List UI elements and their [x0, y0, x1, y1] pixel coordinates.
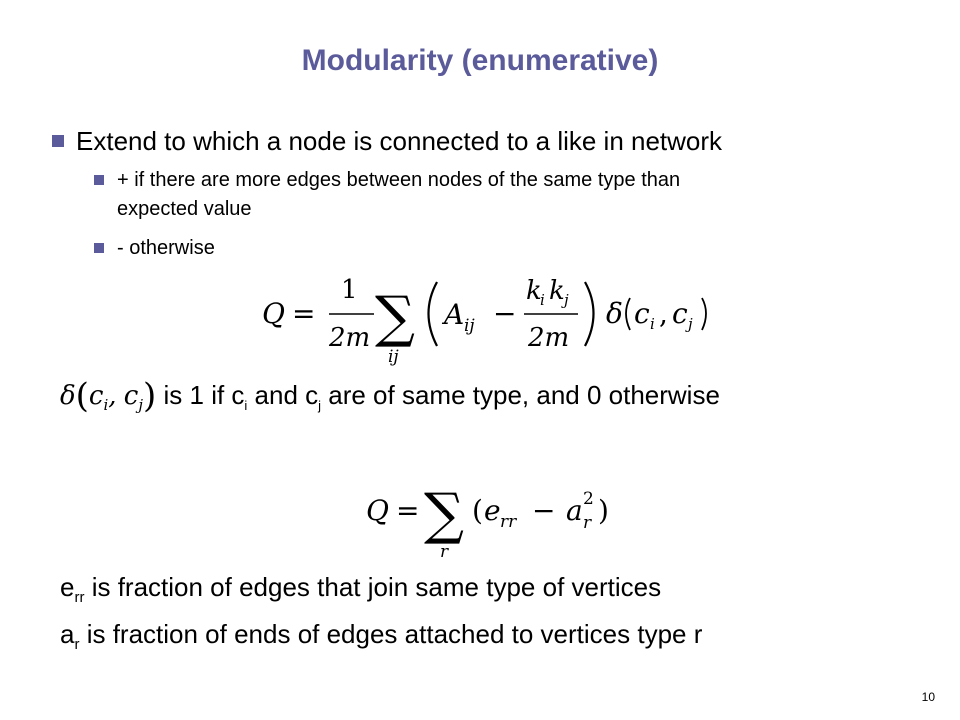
eq1-k2-sub: j	[561, 291, 569, 309]
bullet-sub-more-edges: + if there are more edges between nodes …	[94, 166, 897, 224]
delta-text-sub-j: j	[318, 398, 322, 413]
ar-text: is fraction of ends of edges attached to…	[79, 619, 703, 649]
eq2-sum-sub: r	[440, 542, 449, 562]
eq2-rparen: )	[598, 494, 609, 527]
delta-definition-line: δ(ci, cj) is 1 if ci and cj are of same …	[60, 376, 720, 416]
eq1-delta: δ	[606, 297, 623, 330]
eq1-frac-den: 2m	[328, 323, 370, 353]
ar-var-sub: r	[74, 636, 80, 653]
eq2-minus: −	[532, 494, 555, 527]
eq1-c1: c	[634, 297, 650, 330]
eq1-k1-sub: i	[540, 291, 545, 309]
assortativity-equation: Q = ∑ r ( e rr − a 2 r )	[366, 482, 609, 562]
delta-symbol: δ	[60, 381, 76, 411]
eq1-sum-sign: ∑	[375, 285, 415, 350]
delta-comma: ,	[108, 381, 117, 411]
square-bullet-icon	[52, 135, 64, 147]
delta-text-sub-i: i	[244, 398, 248, 413]
eq1-frac-num: 1	[341, 275, 358, 305]
eq1-A-sub: ij	[464, 316, 475, 336]
ar-var: a	[60, 619, 75, 649]
eq2-e-sub: rr	[500, 512, 517, 532]
eq1-equals: =	[292, 297, 315, 330]
eq2-equals: =	[396, 494, 419, 527]
err-var-sub: rr	[74, 589, 85, 606]
eq1-right-paren	[584, 281, 595, 347]
eq2-lhs: Q	[366, 494, 389, 527]
delta-text-3: are of same type, and 0 otherwise	[321, 380, 720, 410]
eq2-e: e	[484, 494, 501, 527]
eq1-c1-sub: i	[650, 315, 655, 333]
modularity-equation: Q = 1 2m ∑ ij A ij − k i k j 2m δ c i , …	[262, 275, 707, 367]
bullet-sub1-line2: expected value	[117, 198, 252, 220]
eq1-k2: k	[549, 276, 565, 306]
eq2-a-sub: r	[583, 513, 592, 533]
eq2-a: a	[566, 494, 583, 527]
delta-c1-sub: i	[103, 396, 109, 414]
eq1-delta-lparen	[625, 297, 631, 331]
page-number: 10	[921, 690, 935, 704]
bullet-main-text: Extend to which a node is connected to a…	[76, 126, 723, 156]
eq1-lhs: Q	[262, 297, 285, 330]
eq1-delta-rparen	[701, 297, 707, 331]
err-var: e	[60, 572, 75, 602]
eq1-A: A	[441, 298, 464, 331]
delta-c2-sub: j	[138, 396, 144, 414]
delta-text-2: and c	[247, 380, 319, 410]
delta-text-1: is 1 if c	[156, 380, 245, 410]
eq1-c2: c	[672, 297, 688, 330]
delta-c1: c	[88, 381, 104, 411]
eq1-left-paren	[427, 281, 438, 347]
slide-title: Modularity (enumerative)	[301, 44, 659, 77]
bullet-main: Extend to which a node is connected to a…	[52, 126, 916, 157]
square-bullet-icon	[94, 175, 104, 185]
eq2-sum-sign: ∑	[424, 482, 464, 547]
eq2-a-sup: 2	[583, 489, 594, 509]
eq1-c2-sub: j	[685, 315, 693, 333]
err-definition-line: err is fraction of edges that join same …	[60, 572, 920, 606]
bullet-sub2-text: - otherwise	[117, 237, 215, 259]
bullet-sub-otherwise: - otherwise	[94, 234, 897, 263]
err-text: is fraction of edges that join same type…	[84, 572, 662, 602]
eq1-k1: k	[526, 276, 542, 306]
delta-c2: c	[123, 381, 139, 411]
bullet-sub1-line1: + if there are more edges between nodes …	[117, 169, 681, 191]
square-bullet-icon	[94, 243, 104, 253]
eq1-minus: −	[493, 297, 516, 330]
ar-definition-line: ar is fraction of ends of edges attached…	[60, 619, 920, 653]
eq1-sum-sub: ij	[388, 347, 399, 367]
eq2-lparen: (	[472, 494, 483, 527]
eq1-frac2-den: 2m	[527, 323, 569, 353]
eq1-comma: ,	[659, 297, 668, 330]
